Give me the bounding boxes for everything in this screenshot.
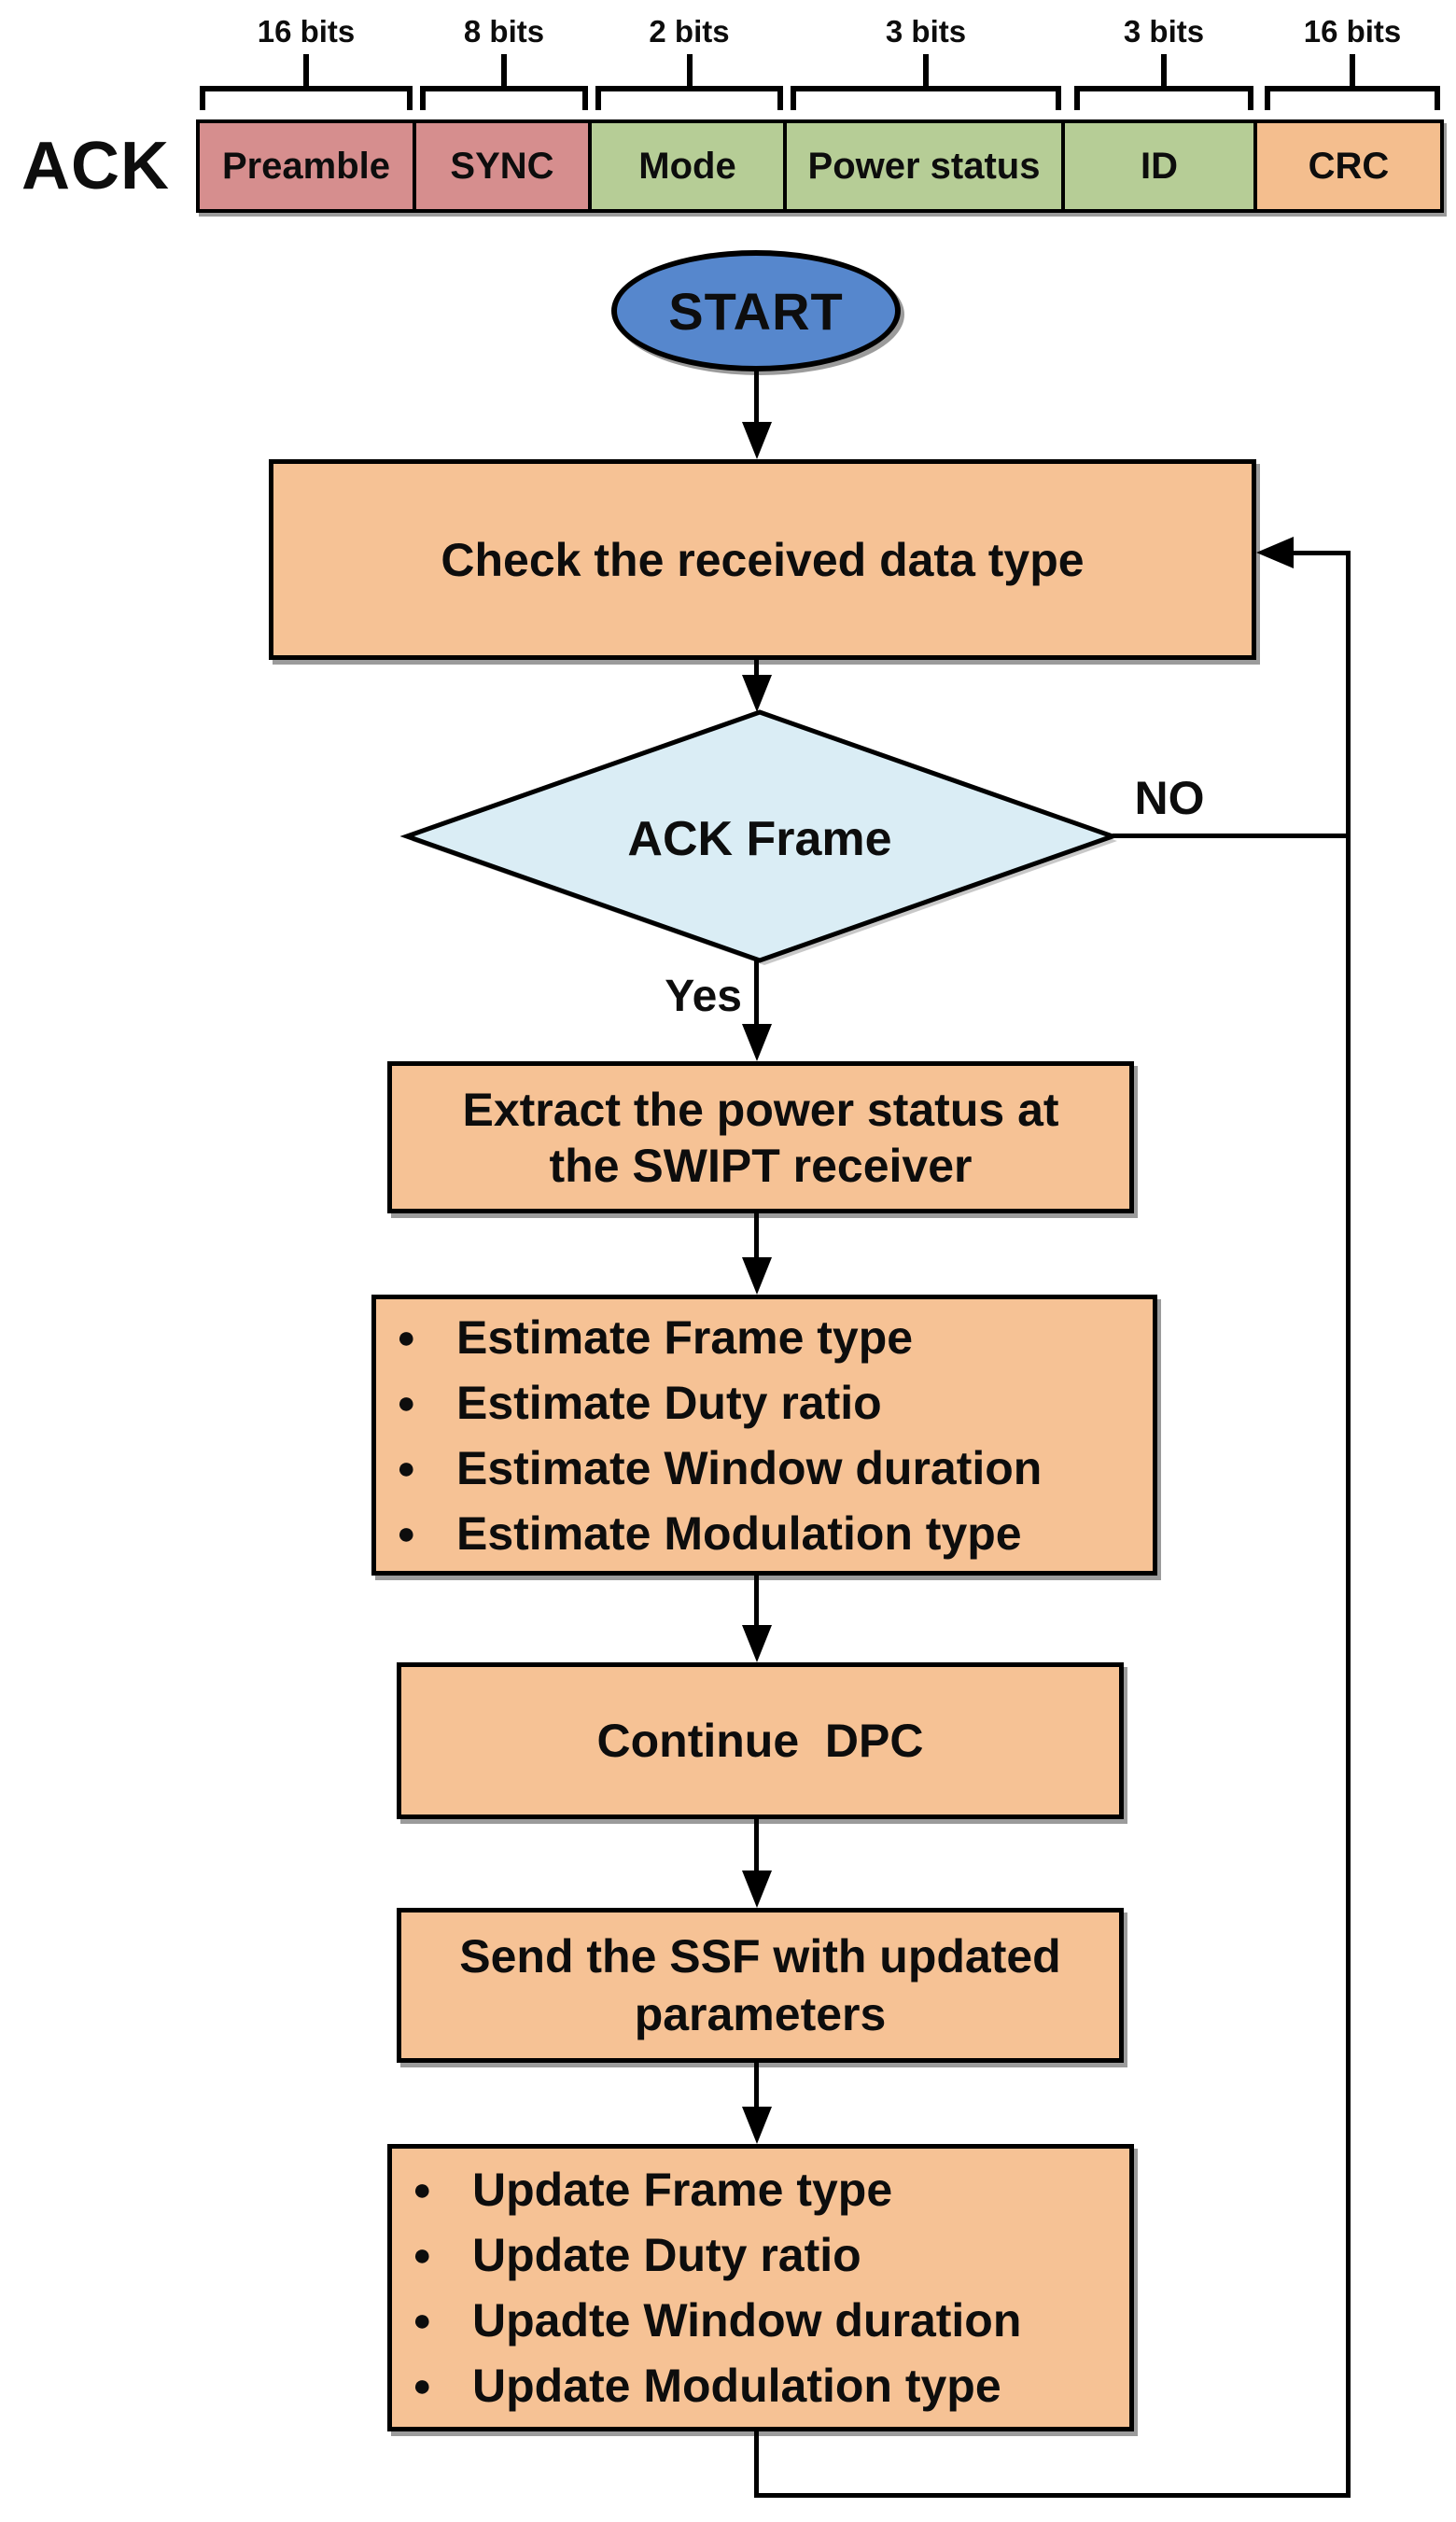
bullet-icon: ● bbox=[413, 2303, 432, 2338]
arrow-down-icon bbox=[742, 1024, 772, 1061]
frame-field-crc: CRC bbox=[1253, 119, 1444, 213]
estimate-parameters-box: ● Estimate Frame type ● Estimate Duty ra… bbox=[371, 1295, 1157, 1576]
estimate-to-continue-line bbox=[754, 1576, 759, 1627]
list-item: ● Estimate Duty ratio bbox=[397, 1370, 1143, 1436]
bit-group-sync: 8 bits bbox=[420, 13, 588, 110]
frame-field-preamble: Preamble bbox=[196, 119, 416, 213]
list-item: ● Estimate Frame type bbox=[397, 1305, 1143, 1370]
loop-top-line bbox=[1294, 551, 1348, 555]
arrow-down-icon bbox=[742, 2107, 772, 2144]
list-item: ● Update Frame type bbox=[413, 2157, 1120, 2222]
arrow-down-icon bbox=[742, 1257, 772, 1295]
update-parameters-box: ● Update Frame type ● Update Duty ratio … bbox=[387, 2144, 1134, 2431]
list-item: ● Update Modulation type bbox=[413, 2353, 1120, 2418]
continue-to-send-line bbox=[754, 1819, 759, 1872]
extract-power-status-box: Extract the power status at the SWIPT re… bbox=[387, 1061, 1134, 1213]
check-to-decision-line bbox=[754, 660, 759, 677]
arrow-left-icon bbox=[1256, 537, 1294, 568]
send-to-update-line bbox=[754, 2063, 759, 2109]
bit-count-label: 8 bits bbox=[463, 14, 545, 49]
yes-label: Yes bbox=[665, 972, 742, 1021]
bit-group-id: 3 bits bbox=[1074, 13, 1253, 110]
bullet-icon: ● bbox=[413, 2237, 432, 2273]
list-item: ● Estimate Window duration bbox=[397, 1436, 1143, 1501]
diamond-shape bbox=[399, 709, 1120, 963]
yes-branch-line bbox=[754, 960, 759, 1026]
bullet-icon: ● bbox=[413, 2172, 432, 2207]
bullet-icon: ● bbox=[413, 2368, 432, 2403]
no-label: NO bbox=[1134, 772, 1205, 824]
list-item: ● Update Duty ratio bbox=[413, 2222, 1120, 2288]
no-branch-line bbox=[1113, 834, 1351, 838]
continue-dpc-box: Continue DPC bbox=[397, 1662, 1124, 1819]
bit-count-label: 3 bits bbox=[885, 14, 967, 49]
ack-frame-fields: Preamble SYNC Mode Power status ID CRC bbox=[196, 119, 1444, 213]
arrow-down-icon bbox=[742, 1625, 772, 1662]
decision-label: ACK Frame bbox=[627, 812, 892, 866]
bracket-icon bbox=[595, 54, 783, 110]
bit-group-preamble: 16 bits bbox=[200, 13, 413, 110]
bracket-icon bbox=[420, 54, 588, 110]
bit-count-label: 3 bits bbox=[1123, 14, 1205, 49]
bracket-icon bbox=[791, 54, 1061, 110]
check-data-type-box: Check the received data type bbox=[269, 459, 1256, 660]
frame-field-id: ID bbox=[1061, 119, 1257, 213]
list-item: ● Upadte Window duration bbox=[413, 2288, 1120, 2353]
bit-count-label: 2 bits bbox=[649, 14, 730, 49]
bit-group-crc: 16 bits bbox=[1265, 13, 1440, 110]
frame-field-power-status: Power status bbox=[783, 119, 1065, 213]
bracket-icon bbox=[1074, 54, 1253, 110]
bullet-icon: ● bbox=[397, 1450, 416, 1486]
bit-count-label: 16 bits bbox=[257, 14, 356, 49]
frame-field-sync: SYNC bbox=[413, 119, 592, 213]
arrow-down-icon bbox=[742, 1870, 772, 1908]
loop-bottom-line bbox=[754, 2493, 1351, 2498]
bullet-icon: ● bbox=[397, 1319, 416, 1355]
decision-diamond bbox=[399, 708, 1120, 971]
bracket-icon bbox=[1265, 54, 1440, 110]
bullet-icon: ● bbox=[397, 1384, 416, 1421]
extract-to-estimate-line bbox=[754, 1213, 759, 1259]
send-ssf-box: Send the SSF with updated parameters bbox=[397, 1908, 1124, 2063]
frame-field-mode: Mode bbox=[588, 119, 787, 213]
start-to-check-line bbox=[754, 370, 759, 424]
list-item: ● Estimate Modulation type bbox=[397, 1501, 1143, 1566]
bit-count-label: 16 bits bbox=[1303, 14, 1402, 49]
bit-group-mode: 2 bits bbox=[595, 13, 783, 110]
start-node: START bbox=[611, 250, 901, 371]
bit-group-power-status: 3 bits bbox=[791, 13, 1061, 110]
arrow-down-icon bbox=[742, 422, 772, 459]
bracket-icon bbox=[200, 54, 413, 110]
decision-diamond-shape bbox=[399, 709, 1120, 965]
update-stem-line bbox=[754, 2429, 759, 2498]
bullet-icon: ● bbox=[397, 1515, 416, 1551]
loop-right-line bbox=[1346, 551, 1351, 2498]
arrow-down-icon bbox=[742, 675, 772, 712]
frame-name-label: ACK bbox=[21, 129, 170, 203]
